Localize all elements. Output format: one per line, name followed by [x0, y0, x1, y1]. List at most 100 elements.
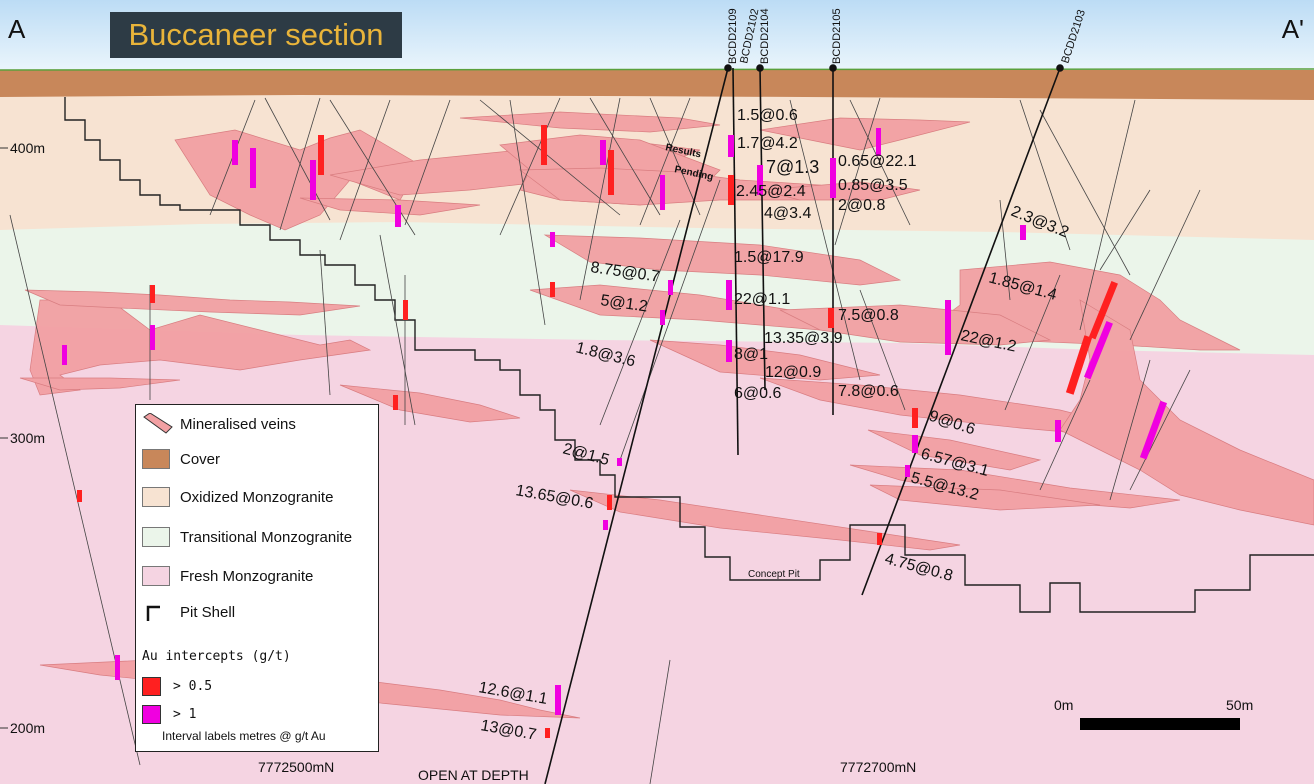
cover-swatch — [142, 449, 170, 469]
drill-trace — [589, 97, 661, 216]
au-mark-low — [541, 125, 547, 165]
au-intercept-marks — [62, 125, 1168, 738]
intercept-label: 7.5@0.8 — [838, 307, 899, 324]
drill-trace — [649, 659, 671, 784]
au-mark-low — [912, 408, 918, 428]
legend-item-cover: Cover — [142, 449, 220, 469]
au-mark-low — [607, 495, 612, 510]
intercept-label: 13.35@3.9 — [764, 330, 843, 347]
drill-trace — [789, 99, 861, 381]
vein-swatch — [143, 413, 173, 434]
fresh-swatch — [142, 566, 170, 586]
drill-trace — [599, 219, 681, 426]
northing-label: 7772700mN — [840, 759, 916, 775]
legend-item-veins: Mineralised veins — [142, 413, 296, 435]
legend: Mineralised veins Cover Oxidized Monzogr… — [135, 404, 379, 752]
au-mark-low — [728, 175, 734, 205]
legend-label: > 1 — [173, 707, 197, 722]
legend-label: Pit Shell — [180, 603, 236, 621]
drill-trace — [834, 97, 881, 246]
legend-label: Transitional Monzogranite — [180, 528, 353, 546]
drill-trace — [404, 99, 451, 226]
open-at-depth-label: OPEN AT DEPTH — [418, 767, 529, 783]
vein — [29, 299, 372, 396]
intercept-label: 7@1.3 — [766, 157, 819, 177]
vein — [1059, 299, 1314, 526]
au-mark-high — [905, 465, 910, 477]
au-mark-high — [600, 140, 606, 165]
drill-trace — [1039, 109, 1131, 276]
au-mark-low — [608, 150, 614, 195]
pit-shell-line — [64, 97, 1314, 613]
au-mark-high — [395, 205, 401, 227]
drill-trace — [1099, 189, 1151, 271]
legend-label: Interval labels metres @ g/t Au — [162, 729, 326, 743]
au-mark-high — [660, 310, 665, 325]
named-drillholes — [544, 64, 1064, 784]
au-low-swatch — [142, 677, 161, 696]
drill-trace — [579, 97, 621, 301]
legend-item-pit-shell: Pit Shell — [142, 601, 235, 623]
au-mark-low — [877, 533, 882, 545]
section-end-label: A' — [1281, 14, 1304, 44]
drill-trace — [509, 99, 546, 326]
legend-label: Oxidized Monzogranite — [180, 488, 334, 506]
legend-note: Interval labels metres @ g/t Au — [162, 729, 326, 743]
intercept-label: 0.85@3.5 — [838, 177, 908, 194]
au-mark-high — [1020, 225, 1026, 240]
drillhole-label: BCDD2109 — [727, 8, 739, 64]
drillhole-bcdd2102 — [732, 67, 739, 456]
drill-trace — [1004, 274, 1061, 411]
scale-end-label: 50m — [1226, 697, 1254, 713]
intercept-label: 22@1.1 — [734, 291, 790, 308]
intercept-label: 7.8@0.6 — [838, 383, 899, 400]
au-mark-low — [403, 300, 408, 320]
au-mark-high — [1139, 400, 1168, 460]
legend-label: Fresh Monzogranite — [180, 567, 314, 585]
elevation-label: 200m — [10, 720, 45, 736]
intercept-label: 8@1 — [734, 346, 768, 363]
drill-trace — [339, 99, 391, 241]
au-mark-high — [830, 158, 836, 198]
au-mark-high — [150, 325, 155, 350]
intercept-label: 0.65@22.1 — [838, 153, 917, 170]
au-mark-low — [77, 490, 82, 502]
drill-trace — [1019, 99, 1071, 251]
collar — [829, 64, 837, 72]
collar — [724, 64, 732, 72]
au-mark-high — [555, 685, 561, 715]
au-mark-low — [828, 308, 834, 328]
legend-item-au-low: > 0.5 — [142, 677, 212, 696]
legend-au-title: Au intercepts (g/t) — [142, 649, 291, 664]
vein — [339, 384, 521, 423]
drill-trace — [1039, 379, 1091, 491]
legend-item-au-high: > 1 — [142, 705, 196, 724]
scale-start-label: 0m — [1054, 697, 1074, 713]
intercept-label: 2.45@2.4 — [736, 183, 806, 200]
drillhole-bcdd2104 — [759, 67, 766, 391]
au-mark-high — [660, 175, 665, 210]
vein — [24, 289, 361, 316]
section-start-label: A — [8, 14, 26, 44]
intercept-label: 4@3.4 — [764, 205, 811, 222]
drill-trace — [1079, 99, 1136, 331]
intercept-label: 1.7@4.2 — [737, 135, 798, 152]
au-mark-low — [1065, 335, 1093, 395]
au-mark-low — [545, 728, 550, 738]
drill-trace — [1109, 359, 1151, 501]
drill-trace — [1129, 369, 1191, 491]
drill-trace — [999, 199, 1011, 301]
intercept-label: 5@1.2 — [599, 292, 648, 315]
vein — [849, 464, 1181, 509]
au-mark-high — [310, 160, 316, 200]
collar — [1056, 64, 1064, 72]
transitional-swatch — [142, 527, 170, 547]
drill-trace — [319, 249, 331, 396]
drill-trace — [849, 99, 911, 226]
vein — [869, 484, 1101, 511]
au-mark-high — [115, 655, 120, 680]
legend-label: Mineralised veins — [180, 415, 296, 433]
drill-trace — [639, 97, 691, 226]
surface-line — [0, 68, 1314, 71]
